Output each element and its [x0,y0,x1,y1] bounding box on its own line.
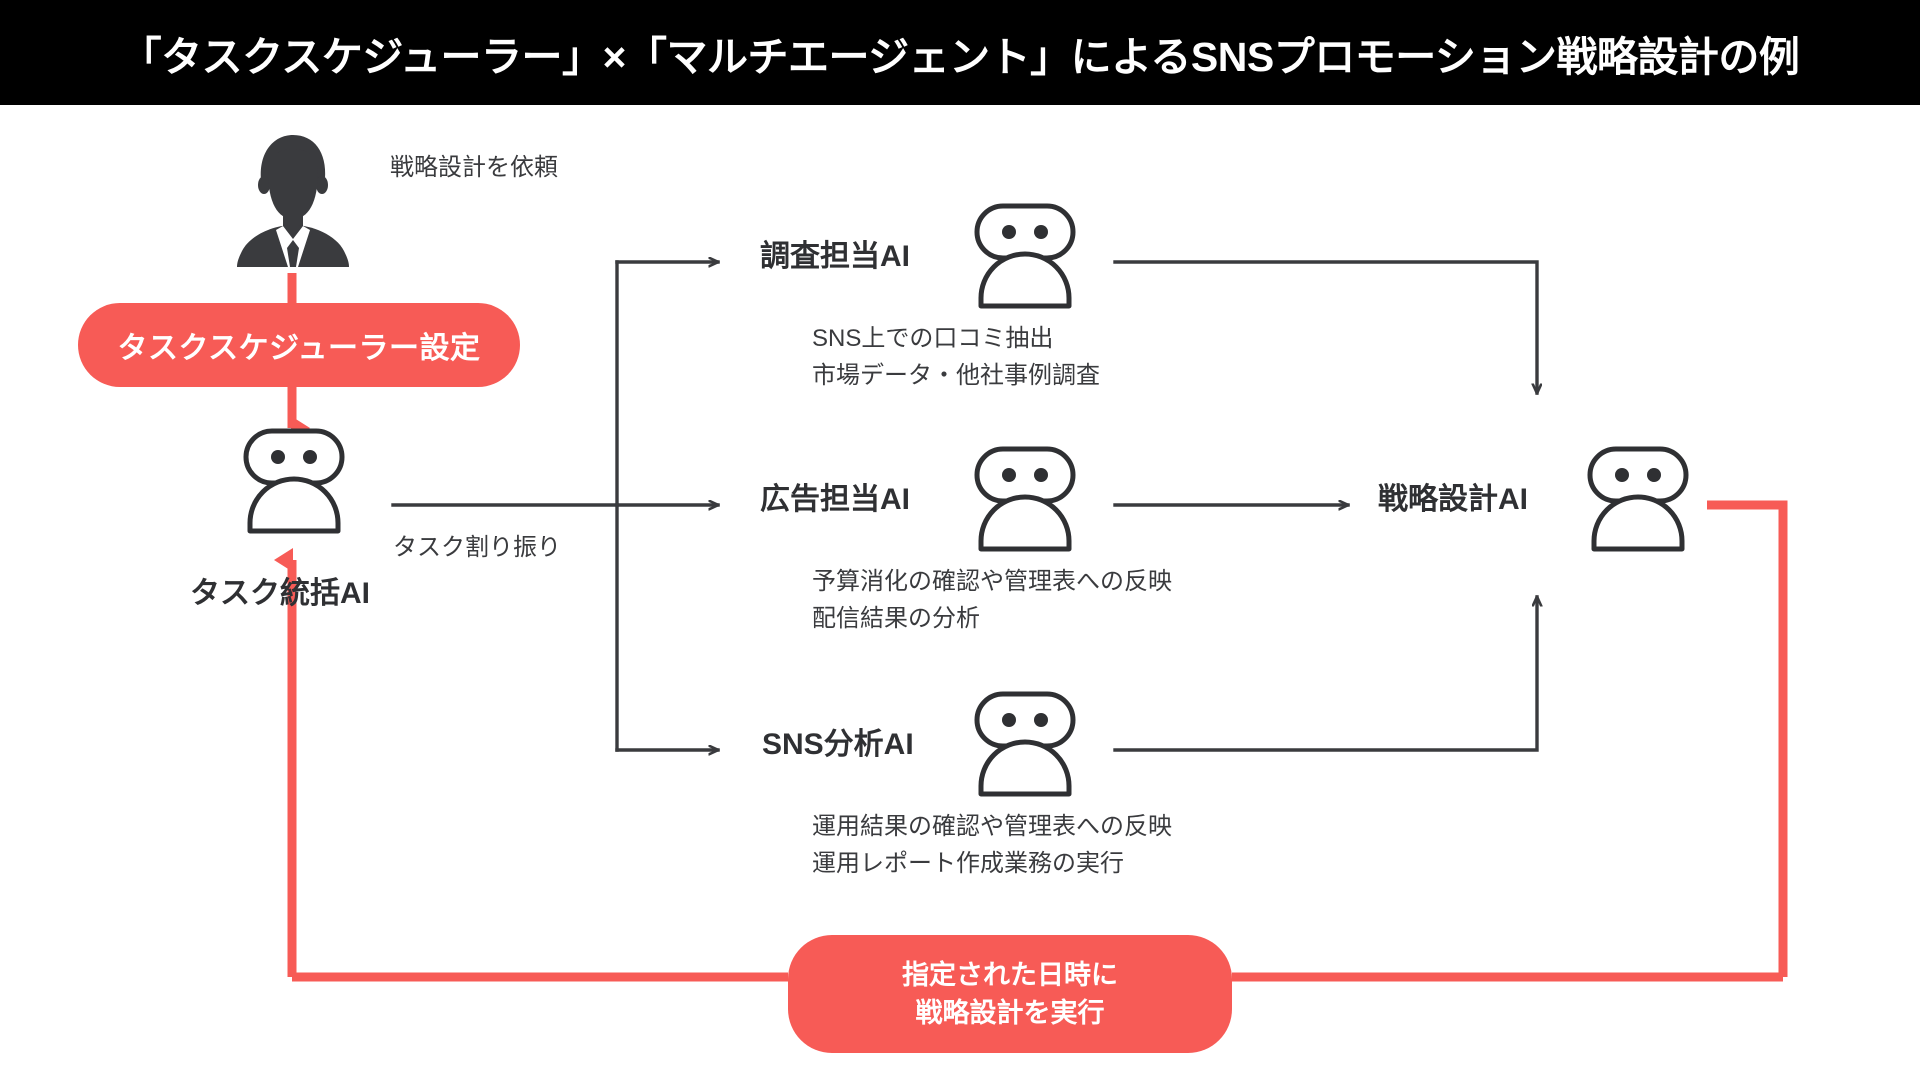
agent-sns-desc-line-1: 運用結果の確認や管理表への反映 [812,813,1172,840]
agent-ads-label-wrap: 広告担当AI [760,474,910,518]
strategist-robot-icon [1578,445,1698,560]
agent-sns-label-wrap: SNS分析AI [762,719,914,763]
agent-research-robot-icon [965,202,1085,317]
orchestrator-label: タスク統括AI [190,577,370,610]
agent-sns-description: 運用結果の確認や管理表への反映 運用レポート作成業務の実行 [812,809,1172,883]
agent-sns-desc-line-2: 運用レポート作成業務の実行 [812,849,1124,877]
requester-avatar [228,127,358,267]
orchestrator-edge-label: タスク割り振り [393,534,561,561]
scheduler-setting-label: タスクスケジューラー設定 [117,332,481,365]
agent-ads-description: 予算消化の確認や管理表への反映 配信結果の分析 [812,564,1172,638]
requester-edge-label: 戦略設計を依頼 [390,154,558,181]
strategist-label-wrap: 戦略設計AI [1378,474,1528,518]
edge-strategist-feedback-loop [274,500,1788,982]
page-title: 「タスクスケジューラー」×「マルチエージェント」によるSNSプロモーション戦略設… [120,33,1800,80]
agent-ads-desc-line-2: 配信結果の分析 [812,604,980,632]
execute-schedule-line-1: 指定された日時に [902,959,1118,990]
agent-research-label-wrap: 調査担当AI [760,231,910,275]
edge-research-to-strategist [1113,260,1537,393]
agent-ads-desc-line-1: 予算消化の確認や管理表への反映 [812,568,1172,595]
connector-layer [274,105,1788,982]
agent-research-desc-line-2: 市場データ・他社事例調査 [812,361,1100,389]
scheduler-setting-pill[interactable]: タスクスケジューラー設定 [78,303,520,387]
agent-research-label: 調査担当AI [760,240,910,273]
execute-schedule-line-2: 戦略設計を実行 [915,998,1105,1028]
strategist-label: 戦略設計AI [1378,483,1528,516]
agent-research-description: SNS上での口コミ抽出 市場データ・他社事例調査 [812,321,1100,395]
title-bar: 「タスクスケジューラー」×「マルチエージェント」によるSNSプロモーション戦略設… [0,0,1920,105]
agent-ads-robot-icon [965,445,1085,560]
diagram-canvas: 戦略設計を依頼 タスクスケジューラー設定 タスク統括AI タスク割り振り 調査担… [0,105,1920,1080]
agent-sns-robot-icon [965,690,1085,805]
execute-schedule-pill[interactable]: 指定された日時に 戦略設計を実行 [788,935,1232,1053]
agent-ads-label: 広告担当AI [760,483,910,516]
edge-orchestrator-to-agents [391,262,718,750]
agent-research-desc-line-1: SNS上での口コミ抽出 [812,325,1054,352]
orchestrator-robot-icon [234,427,354,542]
edge-sns-to-strategist [1113,597,1537,752]
agent-sns-label: SNS分析AI [762,728,914,761]
